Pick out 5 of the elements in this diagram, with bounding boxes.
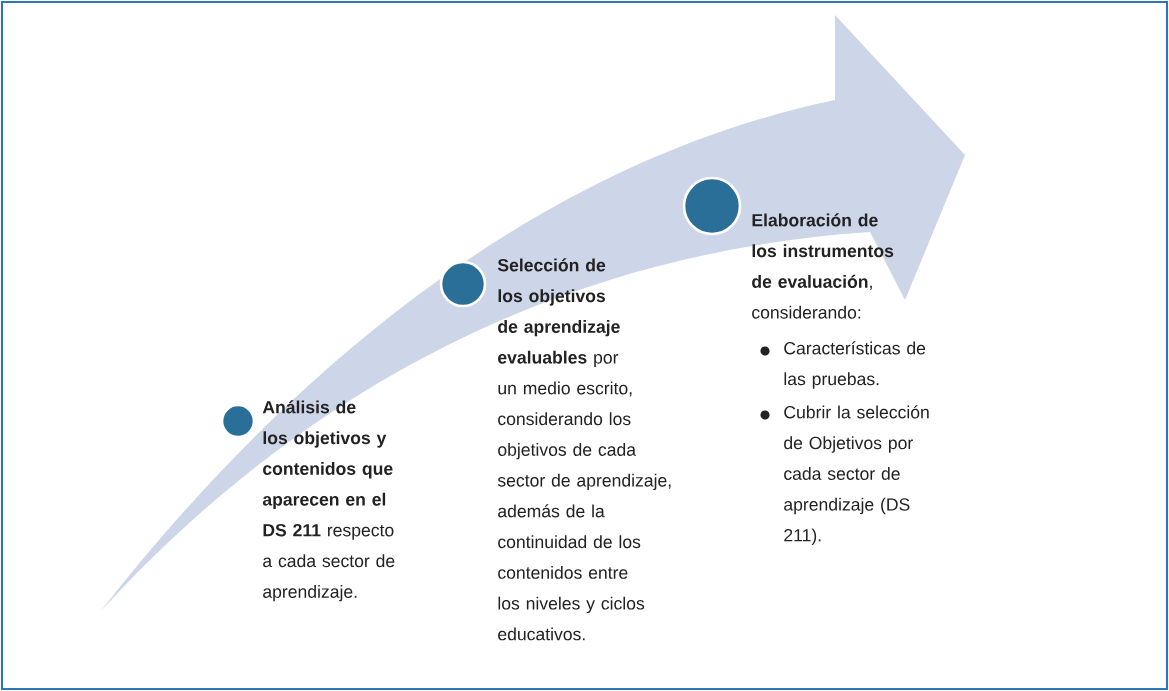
bullet-item: Características de las pruebas. [760, 341, 926, 389]
step-description: Elaboración de los instrumentos de evaluación, considerando: [752, 213, 894, 319]
step-description: Análisis de los objetivos y contenidos que aparecen en el DS 211 respecto a cada sector de aprendizaje. [262, 400, 395, 602]
bullet-item: Cubrir la selección de Objetivos por cada sector de aprendizaje (DS 211). [760, 405, 929, 545]
step-description: Selección de los objetivos de aprendizaje evaluables por un medio escrito, considerando los objetivos de cada sector de aprendizaje, además de la continuidad de los contenidos entre los niveles y ciclos educativos. [497, 258, 671, 641]
